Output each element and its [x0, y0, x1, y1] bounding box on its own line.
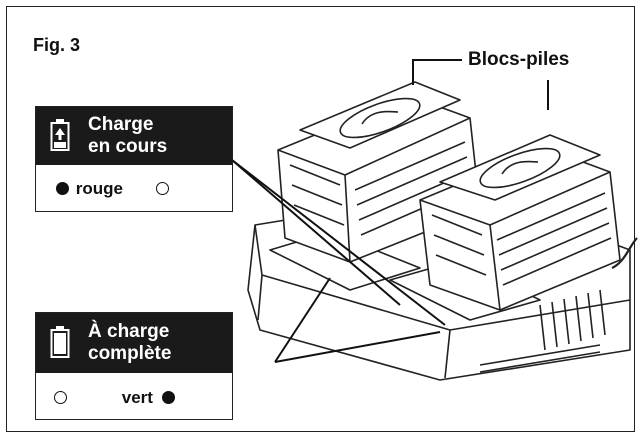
indicator-filled-icon	[56, 182, 69, 195]
legend-complete: À charge complète vert	[35, 312, 233, 420]
leader-charging-2	[231, 159, 446, 326]
legend-charging-title-line2: en cours	[88, 136, 168, 157]
indicator-empty-icon	[54, 391, 67, 404]
battery-charging-icon	[50, 119, 70, 151]
leader-charging-1	[231, 159, 401, 306]
battery-full-icon	[50, 326, 70, 358]
indicator-filled-icon	[161, 391, 175, 404]
leader-lines	[231, 59, 549, 363]
legend-complete-title-line2: complète	[88, 343, 172, 364]
legend-charging-row: rouge	[36, 179, 232, 199]
figure-frame	[6, 6, 635, 432]
legend-charging-header: Charge en cours	[36, 107, 232, 165]
legend-charging: Charge en cours rouge	[35, 106, 233, 212]
indicator-empty-icon	[155, 182, 169, 195]
power-cable	[611, 237, 638, 269]
legend-complete-header: À charge complète	[36, 313, 232, 373]
legend-complete-row: vert	[36, 388, 232, 408]
battery-pack-right	[419, 134, 621, 311]
leader-blocs-left	[412, 59, 462, 85]
leader-complete-1	[274, 277, 331, 363]
figure-label: Fig. 3	[33, 35, 81, 55]
charger-vents	[479, 289, 606, 373]
legend-complete-title-line1: À charge	[88, 321, 170, 342]
indicator-red-label: rouge	[75, 179, 123, 198]
battery-packs-callout: Blocs-piles	[468, 49, 570, 70]
legend-charging-title-line1: Charge	[88, 114, 154, 135]
leader-complete-2	[274, 331, 441, 363]
indicator-green-label: vert	[121, 388, 153, 407]
